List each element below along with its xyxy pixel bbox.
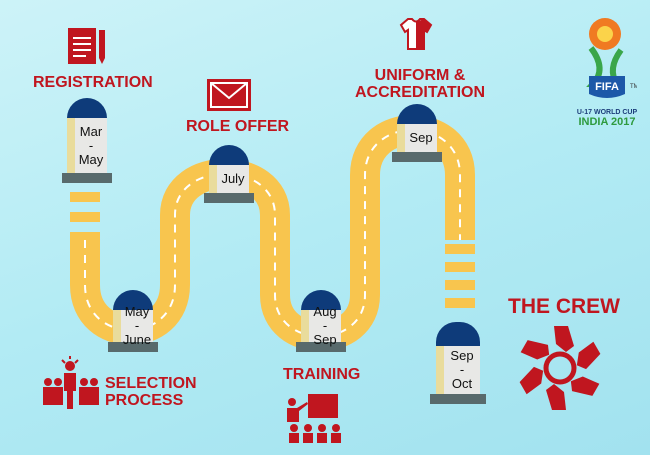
period-text: -: [88, 137, 94, 153]
label-registration: REGISTRATION: [33, 74, 153, 91]
milestone-role-offer: July: [204, 145, 254, 203]
label-the-crew: THE CREW: [508, 295, 620, 318]
logo-tm: TM: [630, 84, 637, 90]
label-role-offer: ROLE OFFER: [186, 118, 290, 135]
period-text: Aug: [313, 304, 337, 319]
envelope-icon: [207, 79, 251, 111]
logo-emblem: FIFA TM: [586, 18, 639, 98]
period-text: Sep: [409, 130, 433, 145]
milestone-uniform: Sep: [392, 104, 442, 162]
period-text: May: [78, 151, 104, 167]
label-line: ACCREDITATION: [354, 84, 486, 101]
label-training: TRAINING: [283, 366, 361, 383]
label-line: PROCESS: [105, 392, 184, 409]
period-text: -: [459, 362, 465, 377]
logo-line2: INDIA 2017: [578, 116, 636, 128]
road-stripes-right: [445, 244, 475, 308]
logo-brand: FIFA: [595, 81, 619, 93]
label-line: UNIFORM &: [374, 67, 466, 84]
period-text: June: [122, 332, 152, 347]
period-text: -: [134, 318, 140, 333]
period-text: Oct: [451, 376, 473, 391]
period-text: July: [221, 171, 245, 186]
training-presentation-icon: [287, 394, 341, 443]
milestone-training: Aug-Sep: [296, 290, 346, 352]
uniform-shirt-icon: [399, 18, 433, 50]
selection-people-icon: [43, 356, 99, 409]
label-uniform: UNIFORM &ACCREDITATION: [350, 67, 490, 101]
period-text: May: [124, 304, 150, 319]
registration-form-icon: [68, 28, 105, 64]
crew-hands-icon: [516, 326, 604, 410]
period-text: Sep: [450, 348, 474, 363]
milestone-selection: May-June: [108, 290, 158, 352]
label-line: SELECTION: [105, 375, 197, 392]
logo-line1: U-17 WORLD CUP: [576, 109, 638, 116]
milestone-registration: Mar-May: [62, 98, 112, 183]
period-text: Sep: [313, 332, 337, 347]
period-text: -: [322, 318, 328, 333]
milestone-crew: Sep-Oct: [430, 322, 486, 404]
fifa-u17-world-cup-logo: FIFA TM U-17 WORLD CUP INDIA 2017: [568, 14, 646, 128]
period-text: Mar: [79, 123, 103, 139]
